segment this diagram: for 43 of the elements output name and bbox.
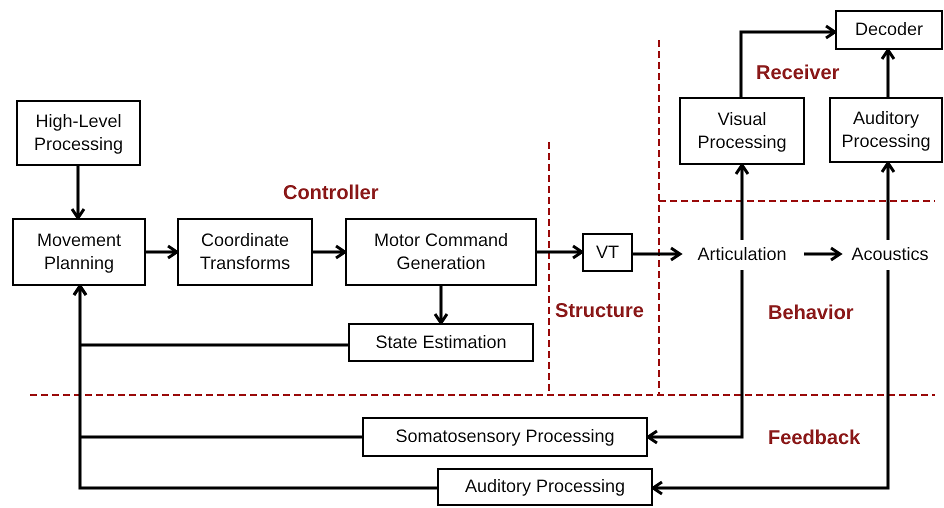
process-box <box>437 468 653 506</box>
process-box <box>345 218 537 286</box>
region-label: Feedback <box>768 427 860 450</box>
box-label: Somatosensory Processing <box>395 425 615 448</box>
region-label: Receiver <box>756 62 840 85</box>
process-box <box>348 323 534 362</box>
process-box <box>177 218 313 286</box>
region-label: Behavior <box>768 302 854 325</box>
box-label: Coordinate Transforms <box>198 228 292 275</box>
arrow <box>633 246 682 262</box>
arrow <box>734 164 750 240</box>
process-box <box>16 100 141 166</box>
arrow <box>880 162 896 240</box>
process-box <box>679 97 805 165</box>
stage-label: Acoustics <box>851 243 929 266</box>
box-label: Decoder <box>854 18 924 42</box>
region-label: Controller <box>283 182 379 205</box>
box-label: Movement Planning <box>36 228 122 275</box>
box-label: Motor Command Generation <box>372 228 510 275</box>
arrow <box>740 24 836 97</box>
box-label: Visual Processing <box>696 108 788 154</box>
process-box <box>582 233 633 272</box>
box-label: State Estimation <box>375 330 507 354</box>
process-box <box>829 97 943 163</box>
arrow <box>146 244 178 260</box>
arrow <box>70 166 86 220</box>
arrow <box>537 244 584 260</box>
arrow <box>72 284 437 490</box>
arrow <box>880 48 896 97</box>
box-label: VT <box>596 240 619 264</box>
box-label: High-Level Processing <box>32 110 124 156</box>
process-box <box>12 218 146 286</box>
process-box <box>835 10 943 50</box>
stage-label: Articulation <box>697 243 787 266</box>
arrow <box>652 270 890 496</box>
arrow <box>313 244 346 260</box>
box-label: Auditory Processing <box>840 106 932 153</box>
arrow <box>804 246 842 262</box>
arrow <box>646 270 744 444</box>
process-box <box>362 417 648 457</box>
arrow <box>434 286 448 324</box>
box-label: Auditory Processing <box>464 475 626 498</box>
region-label: Structure <box>555 300 644 323</box>
